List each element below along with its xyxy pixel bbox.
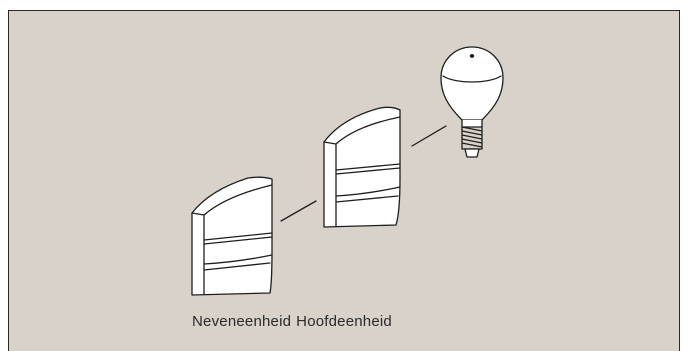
secondary-unit-icon xyxy=(191,176,273,296)
connection-line-units xyxy=(280,200,317,222)
main-unit-icon xyxy=(323,106,401,228)
caption-main-unit: Hoofdeenheid xyxy=(296,313,392,330)
connection-line-bulb xyxy=(411,125,447,147)
caption-secondary-unit: Neveneenheid xyxy=(192,313,292,330)
light-bulb-icon xyxy=(440,46,504,158)
